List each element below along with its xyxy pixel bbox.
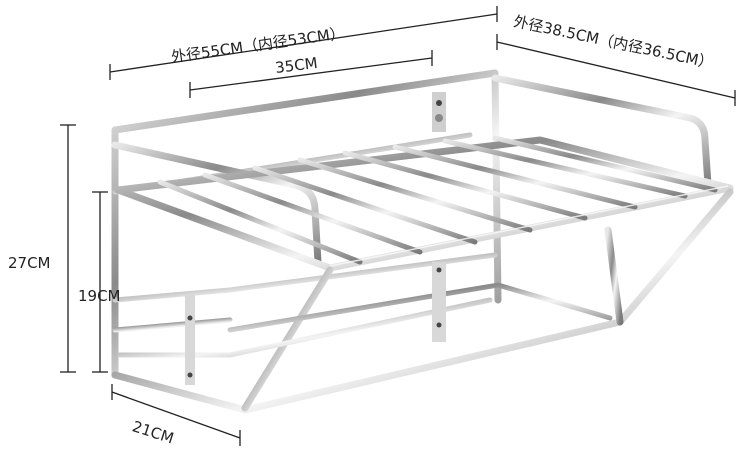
dimension-lines [60, 6, 736, 446]
total-height-label: 27CM [8, 254, 51, 272]
inner-span-label: 35CM [274, 54, 318, 77]
shelf-slats [157, 135, 718, 265]
outer-depth-label: 外径38.5CM（内径36.5CM） [512, 12, 715, 72]
wall-rack [111, 69, 734, 414]
outer-width-label: 外径55CM（内径53CM） [170, 24, 346, 66]
lower-height-label: 19CM [78, 287, 121, 305]
bottom-depth-label: 21CM [130, 417, 176, 447]
